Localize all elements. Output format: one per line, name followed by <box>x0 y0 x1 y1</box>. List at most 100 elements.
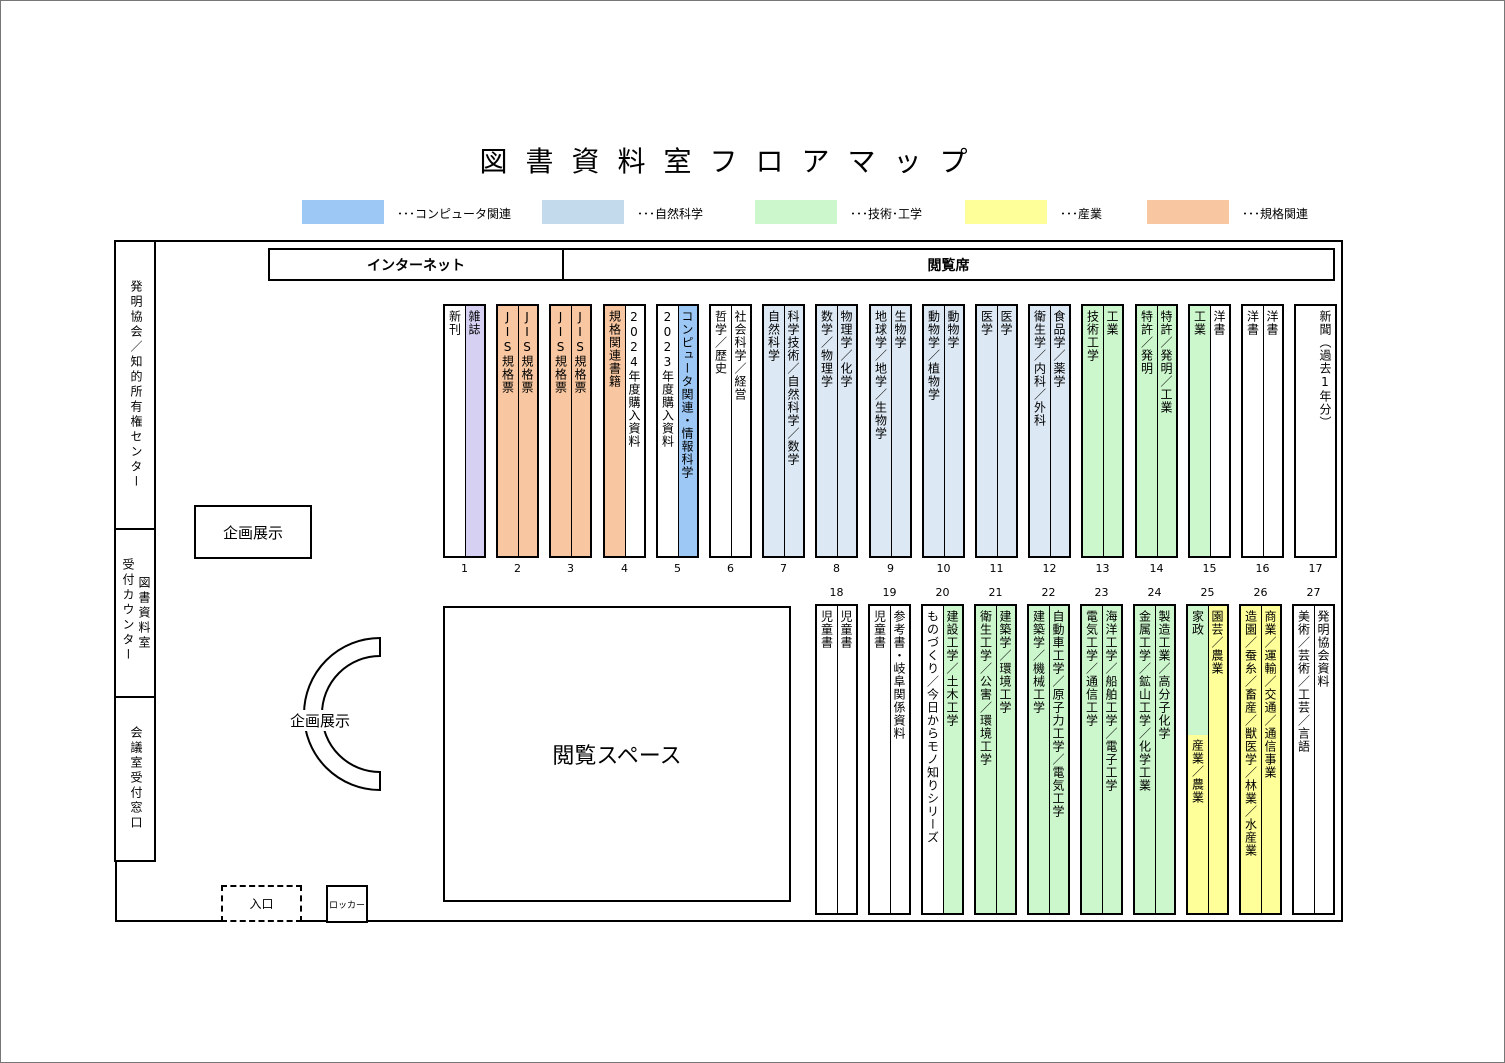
shelf-side-l[interactable]: 児童書 <box>870 606 890 913</box>
shelf-side-l[interactable]: ものづくり／今日からモノ知りシリーズ <box>923 606 943 913</box>
shelf-side-l[interactable]: 技術工学 <box>1083 306 1103 556</box>
shelf-side-l[interactable]: JIS規格票 <box>498 306 518 556</box>
shelf-side-r[interactable]: 製造工業／高分子化学 <box>1154 606 1174 913</box>
shelf-number: 7 <box>780 562 787 575</box>
shelf-side-r[interactable]: JIS規格票 <box>517 306 537 556</box>
shelf-side-l[interactable]: 児童書 <box>817 606 837 913</box>
shelf-side-l[interactable]: 造園／蚕糸／畜産／獣医学／林業／水産業 <box>1241 606 1261 913</box>
shelf-side-r[interactable]: 海洋工学／船舶工学／電子工学 <box>1101 606 1121 913</box>
shelf-label: 洋書 <box>1265 310 1279 336</box>
shelf-side-r[interactable]: 生物学 <box>890 306 910 556</box>
shelf-side-l[interactable]: 衛生学／内科／外科 <box>1030 306 1050 556</box>
exhibit-arc[interactable] <box>300 636 390 792</box>
meeting-room-panel[interactable]: 会議室受付窓口 <box>114 696 156 862</box>
shelf-side-r[interactable]: 自動車工学／原子力工学／電気工学 <box>1048 606 1068 913</box>
locker[interactable]: ロッカー <box>326 885 368 923</box>
exhibit-box[interactable]: 企画展示 <box>194 505 312 559</box>
shelf-side-l[interactable]: 建築学／機械工学 <box>1029 606 1049 913</box>
invention-center-panel: 発明協会／知的所有権センター <box>114 240 156 530</box>
shelf-24[interactable]: 金属工学／鉱山工学／化学工業製造工業／高分子化学 <box>1133 604 1176 915</box>
shelf-side-l[interactable]: 洋書 <box>1243 306 1263 556</box>
shelf-side-l[interactable]: 新刊 <box>445 306 465 556</box>
shelf-13[interactable]: 技術工学工業 <box>1081 304 1124 558</box>
shelf-side-r[interactable]: 洋書 <box>1209 306 1229 556</box>
shelf-side-l[interactable]: 金属工学／鉱山工学／化学工業 <box>1135 606 1155 913</box>
shelf-side-r[interactable]: 児童書 <box>836 606 856 913</box>
shelf-side-r[interactable]: 建築学／環境工学 <box>995 606 1015 913</box>
shelf-side-l[interactable]: JIS規格票 <box>551 306 571 556</box>
shelf-side-r[interactable]: 発明協会資料 <box>1313 606 1333 913</box>
shelf-side-full[interactable]: 新聞（過去1年分） <box>1296 306 1335 556</box>
shelf-side-l[interactable]: 動物学／植物学 <box>924 306 944 556</box>
shelf-side-l[interactable]: 衛生工学／公害／環境工学 <box>976 606 996 913</box>
shelf-side-l[interactable]: 2023年度購入資料 <box>658 306 678 556</box>
shelf-side-r[interactable]: 2024年度購入資料 <box>624 306 644 556</box>
shelf-5[interactable]: 2023年度購入資料コンピュータ関連・情報科学 <box>656 304 699 558</box>
shelf-side-r[interactable]: 動物学 <box>943 306 963 556</box>
shelf-side-r[interactable]: 物理学／化学 <box>836 306 856 556</box>
shelf-side-r[interactable]: 社会科学／経営 <box>730 306 750 556</box>
shelf-label: 科学技術／自然科学／数学 <box>786 310 800 466</box>
shelf-16[interactable]: 洋書洋書 <box>1241 304 1284 558</box>
shelf-side-r[interactable]: 雑誌 <box>464 306 484 556</box>
shelf-side-l[interactable]: 電気工学／通信工学 <box>1082 606 1102 913</box>
shelf-11[interactable]: 医学医学 <box>975 304 1018 558</box>
shelf-side-l[interactable]: 特許／発明 <box>1137 306 1157 556</box>
shelf-23[interactable]: 電気工学／通信工学海洋工学／船舶工学／電子工学 <box>1080 604 1123 915</box>
shelf-side-r[interactable]: 建設工学／土木工学 <box>942 606 962 913</box>
shelf-side-l[interactable]: 規格関連書籍 <box>605 306 625 556</box>
shelf-side-l[interactable]: 地球学／地学／生物学 <box>871 306 891 556</box>
internet-bar[interactable]: インターネット <box>268 248 564 281</box>
shelf-side-l[interactable]: 医学 <box>977 306 997 556</box>
shelf-9[interactable]: 地球学／地学／生物学生物学 <box>869 304 912 558</box>
reception-counter-panel[interactable]: 受付カウンター 図書資料室 <box>114 528 156 698</box>
shelf-side-r[interactable]: 園芸／農業 <box>1207 606 1227 913</box>
shelf-label: 2024年度購入資料 <box>627 310 641 448</box>
shelf-label: 医学 <box>979 310 994 336</box>
shelf-side-l[interactable]: 数学／物理学 <box>817 306 837 556</box>
shelf-19[interactable]: 児童書参考書・岐阜関係資料 <box>868 604 911 915</box>
shelf-12[interactable]: 衛生学／内科／外科食品学／薬学 <box>1028 304 1071 558</box>
shelf-21[interactable]: 衛生工学／公害／環境工学建築学／環境工学 <box>974 604 1017 915</box>
shelf-15[interactable]: 工業洋書 <box>1188 304 1231 558</box>
shelf-side-r[interactable]: 商業／運輸／交通／通信事業 <box>1260 606 1280 913</box>
shelf-side-l[interactable]: 家政産業／農業 <box>1188 606 1208 913</box>
shelf-14[interactable]: 特許／発明特許／発明／工業 <box>1135 304 1178 558</box>
shelf-side-r[interactable]: 工業 <box>1102 306 1122 556</box>
shelf-26[interactable]: 造園／蚕糸／畜産／獣医学／林業／水産業商業／運輸／交通／通信事業 <box>1239 604 1282 915</box>
shelf-1[interactable]: 新刊雑誌 <box>443 304 486 558</box>
shelf-7[interactable]: 自然科学科学技術／自然科学／数学 <box>762 304 805 558</box>
shelf-side-l[interactable]: 美術／芸術／工芸／言語 <box>1294 606 1314 913</box>
shelf-side-r[interactable]: コンピュータ関連・情報科学 <box>677 306 697 556</box>
shelf-side-r[interactable]: JIS規格票 <box>570 306 590 556</box>
shelf-side-r[interactable]: 特許／発明／工業 <box>1156 306 1176 556</box>
shelf-label: 食品学／薬学 <box>1052 310 1066 388</box>
shelf-20[interactable]: ものづくり／今日からモノ知りシリーズ建設工学／土木工学 <box>921 604 964 915</box>
shelf-17[interactable]: 新聞（過去1年分） <box>1294 304 1337 558</box>
shelf-18[interactable]: 児童書児童書 <box>815 604 858 915</box>
shelf-side-r[interactable]: 医学 <box>996 306 1016 556</box>
reading-space[interactable]: 閲覧スペース <box>443 606 791 902</box>
reading-seats-bar[interactable]: 閲覧席 <box>562 248 1335 281</box>
shelf-side-r[interactable]: 洋書 <box>1262 306 1282 556</box>
entrance[interactable]: 入口 <box>221 885 302 922</box>
shelf-25[interactable]: 家政産業／農業園芸／農業 <box>1186 604 1229 915</box>
shelf-10[interactable]: 動物学／植物学動物学 <box>922 304 965 558</box>
shelf-6[interactable]: 哲学／歴史社会科学／経営 <box>709 304 752 558</box>
shelf-side-r[interactable]: 参考書・岐阜関係資料 <box>889 606 909 913</box>
reception-counter-label: 受付カウンター <box>121 558 135 663</box>
shelf-number: 27 <box>1306 586 1321 599</box>
shelf-number: 21 <box>988 586 1003 599</box>
legend-swatch <box>542 200 624 224</box>
shelf-side-l[interactable]: 自然科学 <box>764 306 784 556</box>
shelf-8[interactable]: 数学／物理学物理学／化学 <box>815 304 858 558</box>
shelf-side-r[interactable]: 食品学／薬学 <box>1049 306 1069 556</box>
shelf-side-l[interactable]: 哲学／歴史 <box>711 306 731 556</box>
shelf-22[interactable]: 建築学／機械工学自動車工学／原子力工学／電気工学 <box>1027 604 1070 915</box>
shelf-27[interactable]: 美術／芸術／工芸／言語発明協会資料 <box>1292 604 1335 915</box>
shelf-side-l[interactable]: 工業 <box>1190 306 1210 556</box>
shelf-side-r[interactable]: 科学技術／自然科学／数学 <box>783 306 803 556</box>
